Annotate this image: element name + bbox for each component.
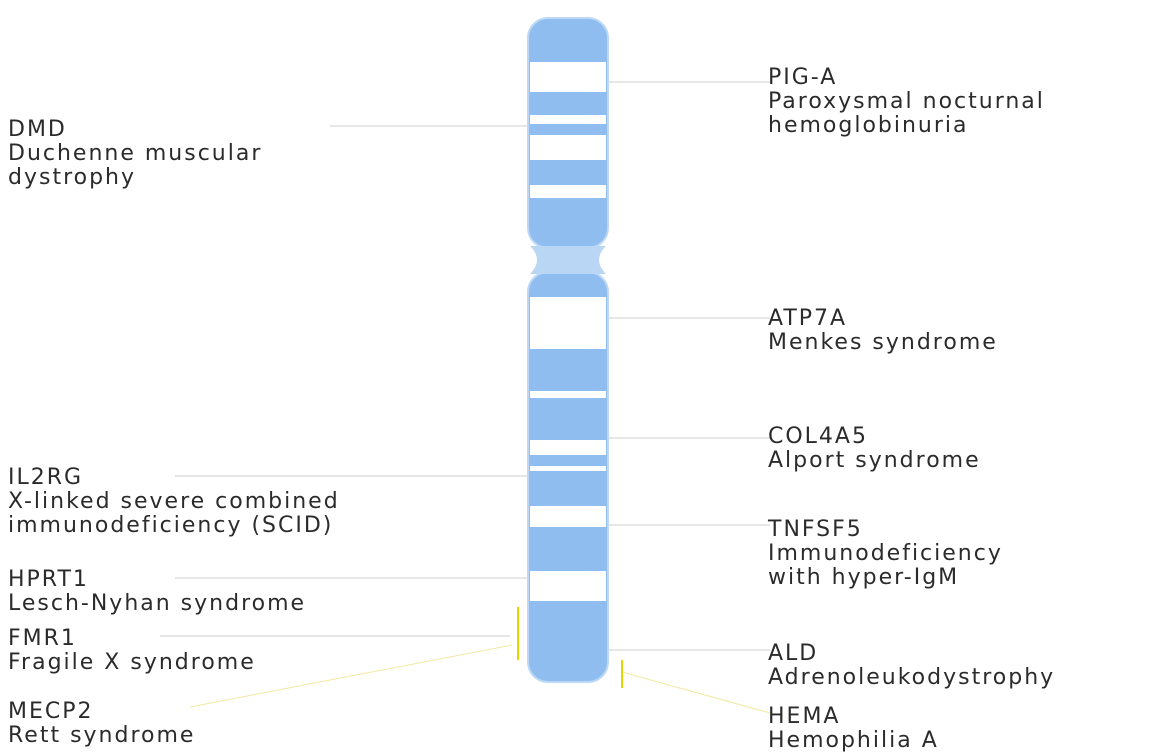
band-dark	[528, 272, 608, 297]
disease-name: Hemophilia A	[768, 729, 939, 753]
band-light	[530, 185, 606, 198]
disease-name: Duchenne muscular	[8, 142, 262, 166]
band-dark	[528, 455, 608, 466]
band-light	[530, 297, 606, 349]
band-dark	[528, 349, 608, 391]
disease-name: Fragile X syndrome	[8, 651, 256, 675]
gene-name: TNFSF5	[768, 518, 1003, 542]
gene-name: HPRT1	[8, 568, 306, 592]
gene-name: IL2RG	[8, 466, 340, 490]
band-dark	[528, 198, 608, 210]
disease-name: dystrophy	[8, 166, 262, 190]
disease-name: Paroxysmal nocturnal	[768, 90, 1045, 114]
q-arm	[528, 272, 608, 682]
disease-name: Adrenoleukodystrophy	[768, 666, 1055, 690]
gene-name: HEMA	[768, 705, 939, 729]
band-dark	[528, 160, 608, 185]
disease-name: Lesch-Nyhan syndrome	[8, 592, 306, 616]
band-light	[530, 506, 606, 527]
leader-line	[622, 672, 770, 713]
disease-name: Menkes syndrome	[768, 331, 998, 355]
gene-name: FMR1	[8, 627, 256, 651]
band-dark	[528, 471, 608, 506]
disease-name: Alport syndrome	[768, 449, 981, 473]
x-chromosome	[528, 18, 608, 682]
band-dark	[528, 124, 608, 135]
band-dark	[528, 92, 608, 115]
disease-name: hemoglobinuria	[768, 114, 1045, 138]
gene-name: PIG-A	[768, 66, 1045, 90]
band-light	[530, 115, 606, 124]
band-dark	[528, 398, 608, 440]
band-dark	[528, 527, 608, 571]
disease-name: X-linked severe combined	[8, 490, 340, 514]
band-dark	[528, 18, 608, 62]
disease-name: immunodeficiency (SCID)	[8, 514, 340, 538]
band-dark	[528, 601, 608, 682]
disease-name: Rett syndrome	[8, 724, 195, 748]
p-arm	[528, 18, 608, 248]
band-light	[530, 62, 606, 92]
band-light	[530, 135, 606, 160]
gene-name: ALD	[768, 642, 1055, 666]
band-light	[530, 440, 606, 455]
centromere	[530, 246, 606, 274]
gene-name: DMD	[8, 118, 262, 142]
band-light	[530, 571, 606, 601]
gene-name: ATP7A	[768, 307, 998, 331]
band-light	[530, 391, 606, 398]
band-light	[530, 466, 606, 471]
disease-name: with hyper-IgM	[768, 566, 1003, 590]
gene-name: COL4A5	[768, 425, 981, 449]
gene-name: MECP2	[8, 700, 195, 724]
disease-name: Immunodeficiency	[768, 542, 1003, 566]
